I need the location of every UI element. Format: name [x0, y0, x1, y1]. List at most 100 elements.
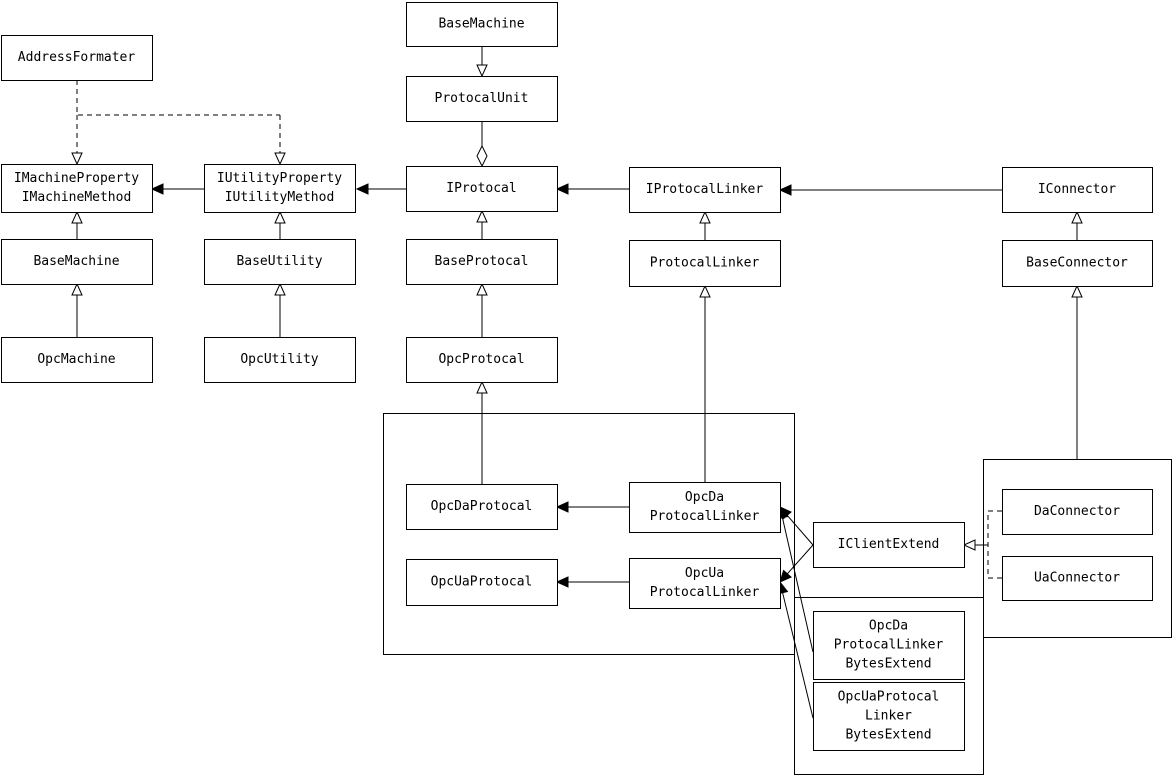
class-box [204, 164, 356, 213]
class-box [813, 611, 965, 680]
class-box [406, 239, 558, 285]
class-box [204, 239, 356, 285]
class-label: IUtilityProperty [217, 171, 342, 186]
class-node-protocal-unit[interactable]: ProtocalUnit [406, 76, 558, 122]
edge-iprotocal-iutility-head [355, 183, 369, 195]
edge-opcdabytes-opcdalinker-line [781, 517, 814, 653]
class-node-iprotocal[interactable]: IProtocal [406, 166, 558, 212]
class-label: IConnector [1038, 182, 1116, 197]
class-box [629, 167, 781, 213]
class-box [406, 2, 558, 47]
class-node-address-formater[interactable]: AddressFormater [1, 35, 153, 81]
edge-connectors-baseconnector-head [1071, 284, 1083, 298]
class-node-opcda-protocal[interactable]: OpcDaProtocal [406, 484, 558, 530]
class-node-opc-utility[interactable]: OpcUtility [204, 337, 356, 383]
edge-opcdalinker-protocallinker-head [699, 284, 711, 298]
class-label: AddressFormater [18, 50, 136, 65]
edge-opcuabytes-opcualinker-line [782, 592, 814, 719]
class-box [813, 682, 965, 751]
edge-opcprotocal-baseprotocal-head [476, 282, 488, 296]
class-node-base-machine[interactable]: BaseMachine [1, 239, 153, 285]
edge-baseprotocal-iprotocal-head [476, 209, 488, 223]
class-node-opc-machine[interactable]: OpcMachine [1, 337, 153, 383]
group-connectors [983, 459, 1172, 638]
class-label: OpcUtility [240, 352, 318, 367]
class-label: IMachineMethod [22, 190, 132, 205]
class-box [1, 35, 153, 81]
edge-opcualinker-opcuaprotocal-head [555, 576, 569, 588]
class-label: OpcMachine [37, 352, 115, 367]
class-node-opc-protocal[interactable]: OpcProtocal [406, 337, 558, 383]
class-box [406, 484, 558, 530]
class-box [1002, 556, 1153, 601]
class-label: IClientExtend [838, 537, 940, 552]
group-extend-classes [794, 597, 984, 775]
class-box [1, 337, 153, 383]
class-box [629, 558, 781, 609]
class-label: OpcProtocal [438, 352, 524, 367]
class-box [813, 522, 965, 568]
class-label: BaseProtocal [435, 254, 529, 269]
class-node-iclient-extend[interactable]: IClientExtend [813, 522, 965, 568]
edge-protocallinker-iprotocallinker-head [699, 210, 711, 224]
edge-iutility-imachine-head [150, 183, 164, 195]
class-box [629, 482, 781, 533]
class-label: BaseUtility [236, 254, 322, 269]
class-nodes: BaseMachineProtocalUnitAddressFormaterIM… [1, 2, 1153, 751]
class-label: OpcDa [869, 619, 908, 634]
class-label: OpcDaProtocal [431, 499, 533, 514]
edge-addressformater-iutility-head [274, 152, 286, 166]
edge-iclientextend-opcualinker-line [786, 544, 814, 575]
edge-opcdalinker-opcdaprotocal-head [555, 501, 569, 513]
class-node-base-protocal[interactable]: BaseProtocal [406, 239, 558, 285]
class-box [1002, 240, 1153, 287]
class-label: IProtocal [446, 181, 516, 196]
edge-iclientextend-opcualinker-head [779, 569, 792, 583]
class-node-base-machine-top[interactable]: BaseMachine [406, 2, 558, 47]
edge-addressformater-imachine-head [71, 152, 83, 166]
class-label: OpcUaProtocal [838, 690, 940, 705]
class-node-iprotocal-linker[interactable]: IProtocalLinker [629, 167, 781, 213]
edge-iconnector-iprotocallinker-head [778, 184, 792, 196]
class-node-base-connector[interactable]: BaseConnector [1002, 240, 1153, 287]
class-box [1002, 489, 1153, 535]
class-label: ProtocalLinker [650, 585, 760, 600]
class-node-opcua-protocal[interactable]: OpcUaProtocal [406, 559, 558, 606]
class-label: OpcUaProtocal [431, 575, 533, 590]
edge-baseutility-iutility-head [274, 210, 286, 224]
class-node-iconnector[interactable]: IConnector [1002, 167, 1153, 213]
class-box [406, 559, 558, 606]
class-label: UaConnector [1034, 571, 1120, 586]
class-label: BytesExtend [845, 728, 931, 743]
class-label: DaConnector [1034, 504, 1120, 519]
class-label: OpcUa [685, 566, 724, 581]
class-label: BaseConnector [1026, 256, 1128, 271]
edge-connectors-bracket [987, 510, 1002, 579]
class-node-ua-connector[interactable]: UaConnector [1002, 556, 1153, 601]
class-node-base-utility[interactable]: BaseUtility [204, 239, 356, 285]
edge-protocalunit-basemachine-head [476, 64, 488, 78]
class-label: OpcDa [685, 490, 724, 505]
class-label: ProtocalUnit [435, 91, 529, 106]
edge-basemachine-imachine-head [71, 210, 83, 224]
edge-opcdaprotocal-opcprotocal-head [476, 380, 488, 394]
class-box [1, 239, 153, 285]
class-label: ProtocalLinker [834, 638, 944, 653]
class-box [406, 76, 558, 122]
edge-iprotocallinker-iprotocal-head [555, 183, 569, 195]
edge-iprotocal-protocalunit-diamond [476, 144, 488, 168]
edge-iclientextend-opcdalinker-line [786, 514, 814, 546]
class-node-protocal-linker[interactable]: ProtocalLinker [629, 240, 781, 287]
class-label: ProtocalLinker [650, 256, 760, 271]
class-node-da-connector[interactable]: DaConnector [1002, 489, 1153, 535]
edge-addressformater-branch [76, 80, 280, 116]
class-box [1002, 167, 1153, 213]
class-label: Linker [865, 709, 912, 724]
